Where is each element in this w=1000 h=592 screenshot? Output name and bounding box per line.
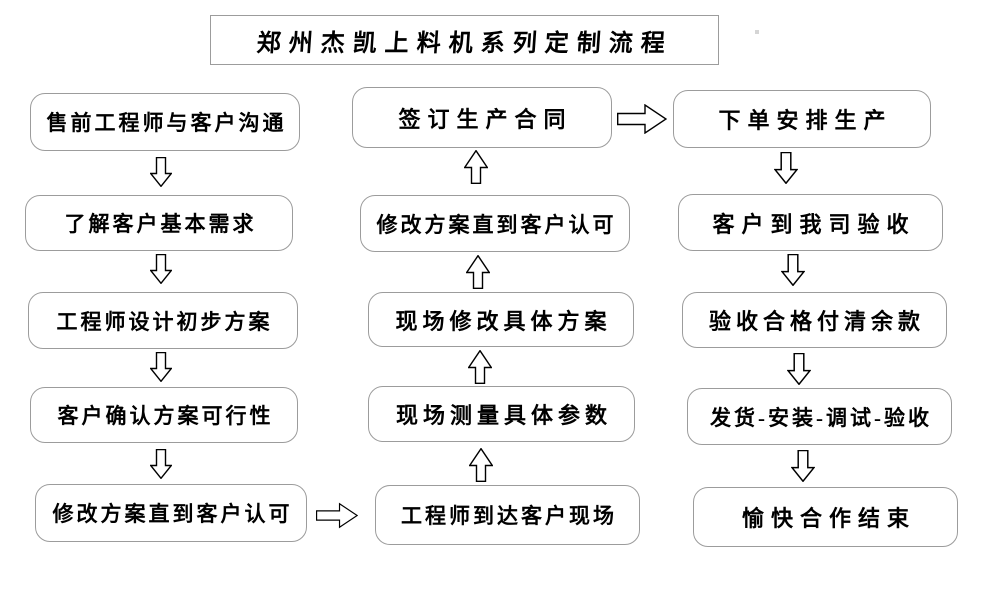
arrow-right-icon [617, 104, 667, 134]
step-revise-until-approved: 修改方案直到客户认可 [35, 484, 307, 542]
arrow-down-icon [774, 152, 798, 184]
arrow-down-icon [150, 449, 172, 479]
step-sign-contract: 签订生产合同 [352, 87, 612, 148]
arrow-up-icon [469, 448, 493, 482]
arrow-right-icon [316, 502, 358, 529]
arrow-down-icon [791, 450, 815, 482]
arrow-down-icon [150, 352, 172, 382]
step-engineer-arrive-site: 工程师到达客户现场 [375, 485, 640, 545]
step-customer-acceptance-visit: 客户到我司验收 [678, 194, 943, 251]
arrow-up-icon [464, 150, 488, 184]
step-happy-cooperation-end: 愉快合作结束 [693, 487, 958, 547]
step-pay-balance: 验收合格付清余款 [682, 292, 947, 348]
arrow-down-icon [150, 157, 172, 187]
step-revise-until-approved-2: 修改方案直到客户认可 [360, 195, 630, 252]
step-presale-communication: 售前工程师与客户沟通 [30, 93, 300, 151]
arrow-down-icon [787, 353, 811, 385]
arrow-down-icon [150, 254, 172, 284]
artifact-dot [755, 30, 759, 34]
step-ship-install-debug-accept: 发货-安装-调试-验收 [687, 388, 952, 445]
step-onsite-measure-params: 现场测量具体参数 [368, 386, 635, 442]
step-place-order-production: 下单安排生产 [673, 90, 931, 148]
step-onsite-modify-plan: 现场修改具体方案 [368, 292, 634, 347]
step-initial-design: 工程师设计初步方案 [28, 292, 298, 349]
arrow-up-icon [468, 350, 492, 384]
arrow-down-icon [781, 254, 805, 286]
diagram-title: 郑州杰凯上料机系列定制流程 [255, 30, 674, 57]
step-understand-needs: 了解客户基本需求 [25, 195, 293, 251]
title-box: 郑州杰凯上料机系列定制流程 [210, 15, 719, 65]
step-confirm-feasibility: 客户确认方案可行性 [30, 387, 298, 443]
arrow-up-icon [466, 255, 490, 289]
